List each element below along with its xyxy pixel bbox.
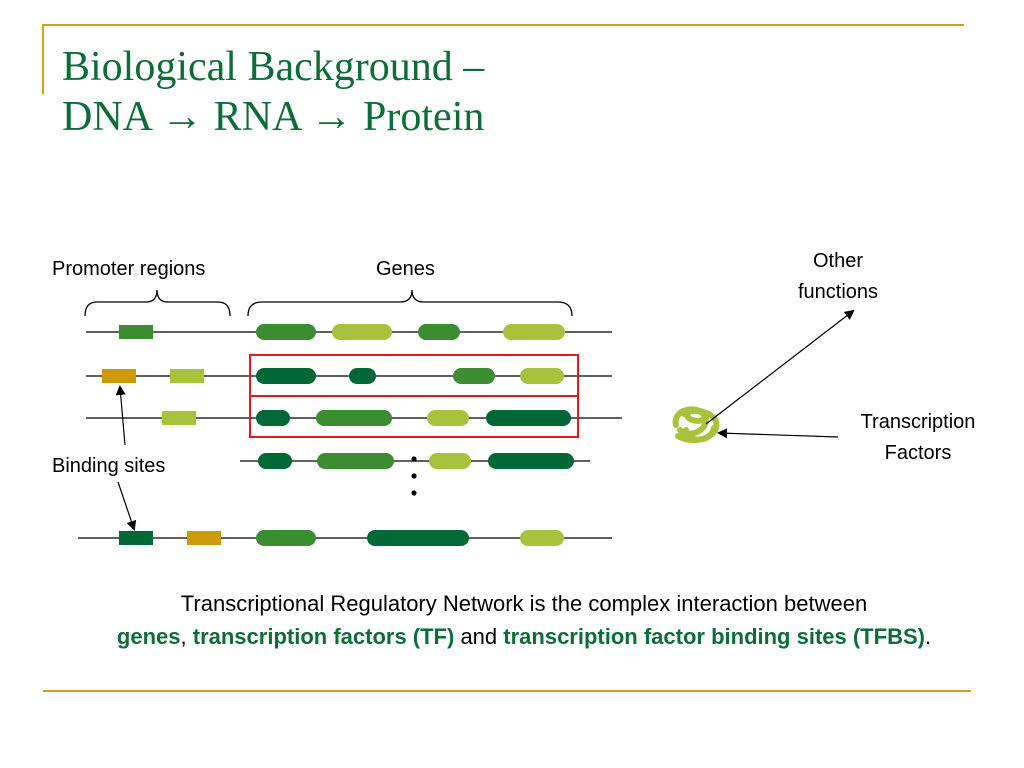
caption-suffix: . (924, 624, 932, 649)
binding-site (187, 531, 221, 545)
gene (488, 453, 574, 469)
gene (486, 410, 571, 426)
tangled-protein-icon (672, 406, 720, 444)
gene (256, 410, 290, 426)
gene (256, 324, 316, 340)
binding-site (102, 369, 136, 383)
gene (316, 410, 392, 426)
genes-brace (247, 289, 573, 317)
other-functions-arrow (705, 309, 855, 425)
transcription-factors-arrow (717, 428, 839, 439)
gene (258, 453, 292, 469)
binding-site (162, 411, 196, 425)
gene (317, 453, 394, 469)
gene (520, 368, 564, 384)
title-line-1: Biological Background – (62, 44, 485, 90)
gene (349, 368, 376, 384)
gene (256, 530, 316, 546)
label-genes: Genes (376, 258, 435, 280)
caption-prefix: Transcriptional Regulatory Network is th… (180, 591, 868, 616)
slide-title: Biological Background – DNA → RNA → Prot… (62, 42, 484, 142)
label-transcription-factors: Transcription Factors (840, 407, 996, 469)
ellipsis-dot (411, 473, 417, 479)
term-transcription-factors: transcription factors (TF) (192, 624, 455, 649)
label-promoter-regions: Promoter regions (52, 258, 206, 280)
summary-caption: Transcriptional Regulatory Network is th… (40, 587, 1008, 653)
binding-site (119, 325, 153, 339)
label-other-functions-line-1: Other (812, 250, 864, 272)
gene (427, 410, 469, 426)
label-transcription-factors-line-2: Factors (884, 442, 952, 464)
gene (453, 368, 495, 384)
caption-separator-2: and (454, 624, 504, 649)
gene (418, 324, 460, 340)
frame-top-rule (43, 24, 964, 26)
binding-site (170, 369, 204, 383)
label-other-functions-line-2: functions (797, 281, 879, 303)
gene (503, 324, 565, 340)
ellipsis-dot (411, 490, 417, 496)
term-genes: genes (116, 624, 181, 649)
binding-sites-arrow-down (117, 481, 137, 531)
label-other-functions: Other functions (780, 246, 896, 308)
promoter-brace (84, 289, 231, 317)
frame-bottom-rule (43, 690, 971, 692)
label-binding-sites: Binding sites (52, 455, 166, 477)
ellipsis-dot (411, 456, 417, 462)
highlight-box-bottom (249, 395, 579, 438)
gene (332, 324, 392, 340)
gene (429, 453, 471, 469)
frame-left-rule (42, 24, 44, 94)
title-line-2: DNA → RNA → Protein (62, 94, 485, 140)
caption-separator-1: , (180, 624, 193, 649)
term-tfbs: transcription factor binding sites (TFBS… (503, 624, 925, 649)
gene (367, 530, 469, 546)
binding-site (119, 531, 153, 545)
gene (256, 368, 316, 384)
binding-sites-arrow-up (115, 385, 126, 446)
gene (520, 530, 564, 546)
label-transcription-factors-line-1: Transcription (860, 411, 976, 433)
